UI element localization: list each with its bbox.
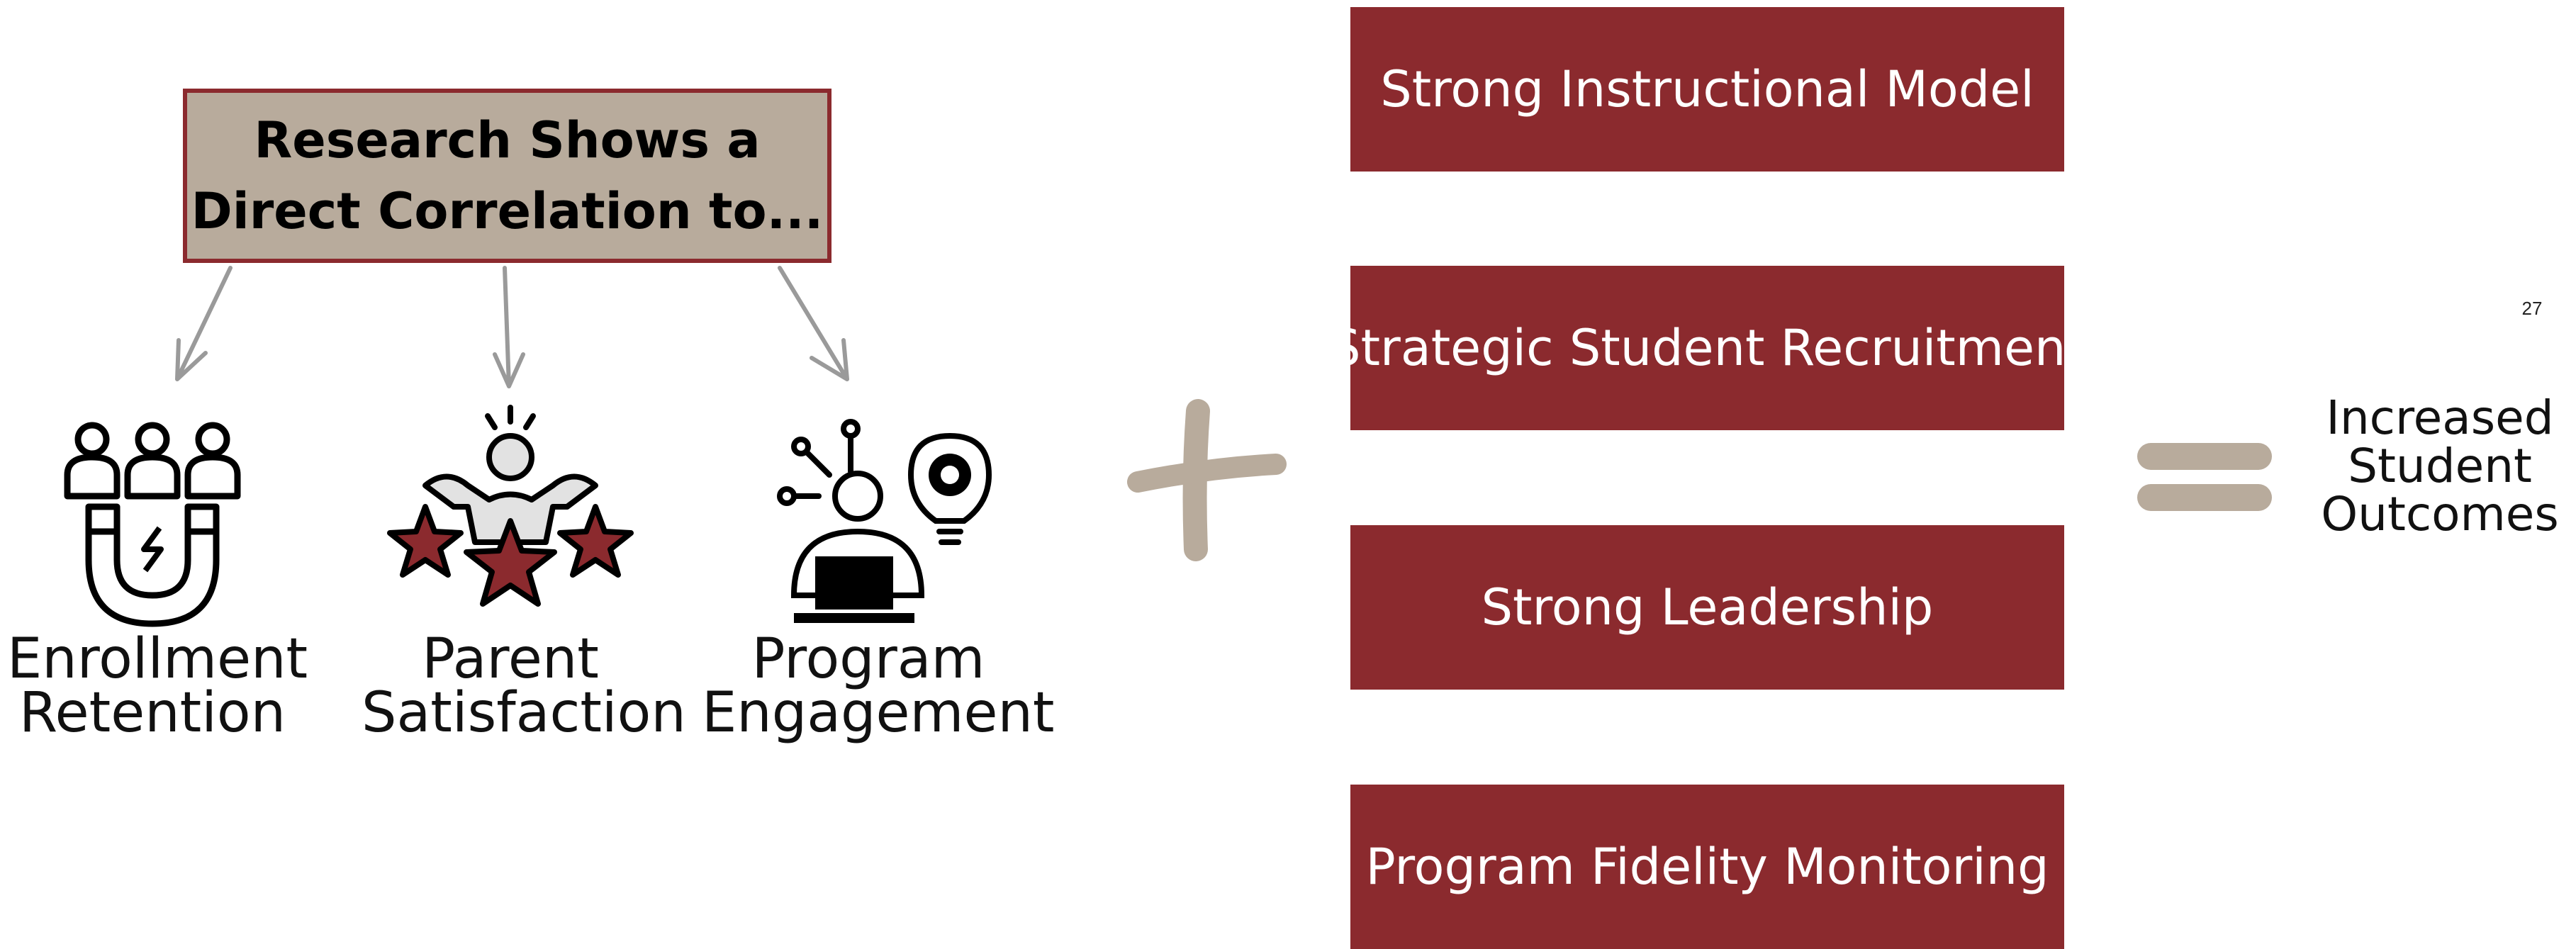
outcome-label-satisfaction: Parent Satisfaction [362,627,686,745]
factor-label: Strategic Student Recruitment [1329,319,2085,377]
factor-label: Strong Leadership [1481,578,1934,636]
arrow-to-enrollment [175,266,233,381]
title-box: Research Shows a Direct Correlation to..… [183,89,831,263]
outcome-label-enrollment: Enrollment Retention [7,627,308,745]
factor-label: Program Fidelity Monitoring [1365,838,2049,896]
factor-box-student-recruitment: Strategic Student Recruitment [1329,266,2085,430]
person-stars-icon [387,405,634,607]
title-text: Research Shows a Direct Correlation to..… [191,111,824,240]
arrow-to-engagement [778,266,849,381]
factor-box-leadership: Strong Leadership [1350,525,2064,690]
plus-icon [1127,399,1287,561]
equals-icon [2137,443,2272,511]
magnet-people-icon [64,422,241,627]
factor-box-instructional-model: Strong Instructional Model [1350,7,2064,172]
page-number: 27 [2521,298,2543,319]
factor-label: Strong Instructional Model [1380,60,2034,118]
person-laptop-lightbulb-icon [777,419,992,623]
factor-box-fidelity-monitoring: Program Fidelity Monitoring [1350,785,2064,949]
arrow-to-satisfaction [493,266,525,388]
outcome-label-engagement: Program Engagement [702,627,1055,745]
result-text: Increased Student Outcomes [2321,391,2559,541]
